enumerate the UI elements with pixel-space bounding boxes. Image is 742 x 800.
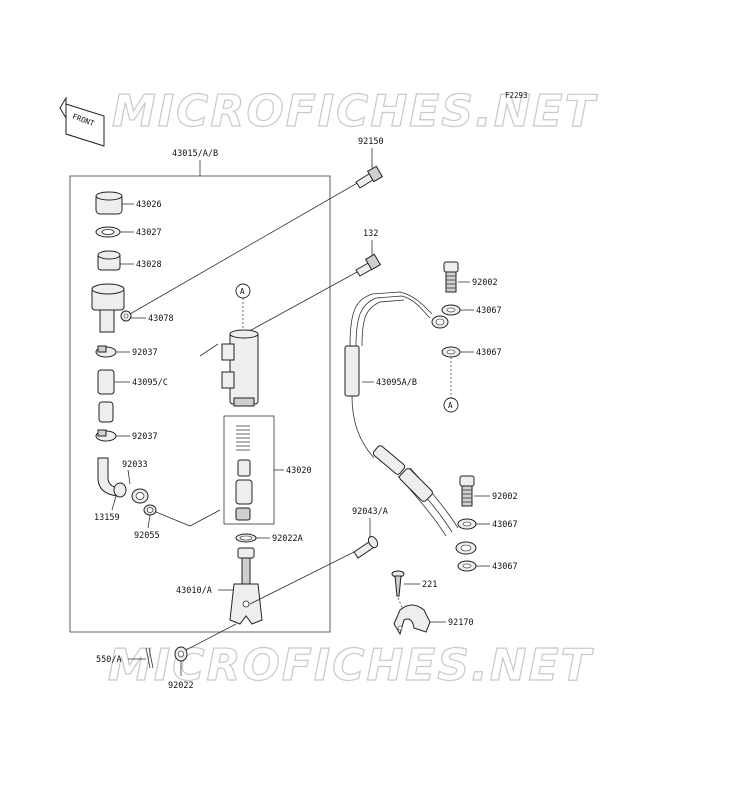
- screw-221: [391, 570, 420, 597]
- banjo-bolt-bottom: [459, 475, 490, 507]
- pin-92043a: [353, 535, 379, 559]
- label-92043a: 92043/A: [352, 507, 388, 517]
- master-cylinder-body: [199, 329, 259, 407]
- label-92002-top: 92002: [472, 278, 498, 288]
- reservoir: [91, 283, 146, 333]
- label-43010a: 43010/A: [176, 586, 212, 596]
- label-92002-bottom: 92002: [492, 492, 518, 502]
- circlip: [235, 533, 270, 543]
- clamp-upper: [95, 345, 130, 358]
- reservoir-cap: [95, 191, 134, 215]
- diaphragm: [97, 250, 134, 271]
- label-92033: 92033: [122, 460, 148, 470]
- label-43020: 43020: [286, 466, 312, 476]
- gasket-bottom-1: [457, 518, 490, 530]
- brake-hose: [344, 291, 477, 555]
- label-221: 221: [422, 580, 437, 590]
- label-43028: 43028: [136, 260, 162, 270]
- watermark-bottom: MICROFICHES.NET: [108, 640, 594, 691]
- gasket-top-2: [441, 346, 474, 358]
- bolt-92150: [355, 165, 384, 189]
- label-43067-top2: 43067: [476, 348, 502, 358]
- label-43095ab: 43095A/B: [376, 378, 417, 388]
- label-43078: 43078: [148, 314, 174, 324]
- label-92055: 92055: [134, 531, 160, 541]
- bolt-132: [355, 253, 382, 277]
- label-132: 132: [363, 229, 378, 239]
- label-43067-bottom2: 43067: [492, 562, 518, 572]
- label-43095c: 43095/C: [132, 378, 168, 388]
- watermark-top: MICROFICHES.NET: [112, 86, 598, 137]
- callout-a-right-label: A: [448, 401, 453, 410]
- diaphragm-plate: [95, 226, 134, 238]
- label-92022: 92022: [168, 681, 194, 691]
- label-550a: 550/A: [96, 655, 122, 665]
- label-92037-upper: 92037: [132, 348, 158, 358]
- short-hose: [97, 369, 130, 423]
- label-92037-lower: 92037: [132, 432, 158, 442]
- front-arrow-icon: FRONT: [59, 96, 105, 147]
- assembly-box: [69, 175, 331, 633]
- clevis-rod: [218, 547, 263, 625]
- label-43067-top1: 43067: [476, 306, 502, 316]
- label-43026: 43026: [136, 200, 162, 210]
- callout-a-left-label: A: [240, 287, 245, 296]
- label-92022a: 92022A: [272, 534, 303, 544]
- label-13159: 13159: [94, 513, 120, 523]
- label-43015: 43015/A/B: [172, 149, 218, 159]
- cotter-pin: [128, 647, 154, 669]
- label-92170: 92170: [448, 618, 474, 628]
- clamp-lower: [95, 429, 130, 442]
- callout-a-right: [443, 397, 459, 413]
- gasket-top-1: [441, 304, 474, 316]
- elbow-fitting: [97, 457, 221, 529]
- gasket-bottom-2: [457, 560, 490, 572]
- washer: [174, 646, 188, 676]
- banjo-bolt-top: [443, 261, 470, 293]
- piston-kit: [223, 415, 284, 525]
- figure-code: F2293: [505, 91, 528, 100]
- label-43067-bottom1: 43067: [492, 520, 518, 530]
- hose-clamp: [393, 604, 446, 636]
- label-92150: 92150: [358, 137, 384, 147]
- label-43027: 43027: [136, 228, 162, 238]
